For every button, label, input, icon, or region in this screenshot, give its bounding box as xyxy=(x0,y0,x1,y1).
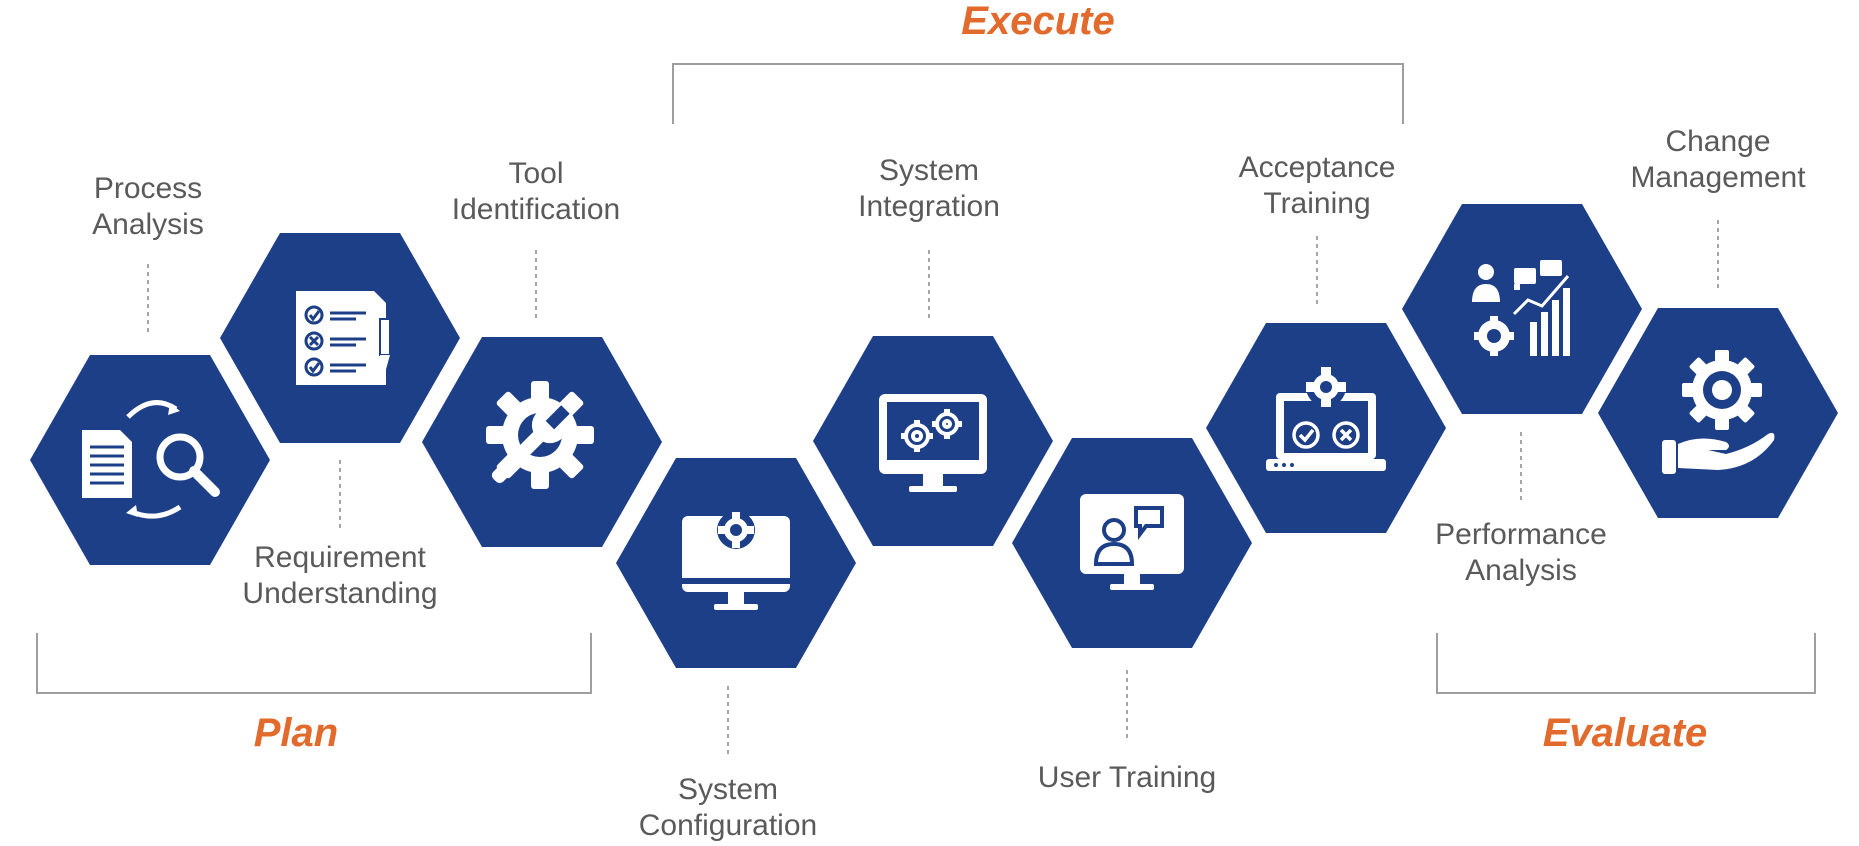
monitor-gear-icon xyxy=(682,511,790,610)
label-user-training: User Training xyxy=(1037,761,1217,794)
hex-system-integration xyxy=(813,336,1053,546)
phase-title-execute: Execute xyxy=(961,0,1115,43)
monitor-user-chat-icon xyxy=(1080,494,1184,590)
plan-bracket xyxy=(36,633,592,694)
phase-title-evaluate: Evaluate xyxy=(1542,711,1708,755)
hand-gear-icon xyxy=(1662,350,1775,474)
presenter-chart-icon xyxy=(1472,260,1570,356)
evaluate-bracket xyxy=(1436,633,1816,694)
hex-acceptance-training xyxy=(1206,323,1446,533)
gear-wrench-icon xyxy=(486,381,594,489)
phase-title-plan: Plan xyxy=(253,711,339,755)
hex-change-management xyxy=(1598,308,1838,518)
monitor-gears-icon xyxy=(879,394,987,492)
checklist-icon xyxy=(296,291,391,385)
laptop-gear-check-icon xyxy=(1266,367,1386,471)
hex-process-analysis xyxy=(30,355,270,565)
hex-performance-analysis xyxy=(1402,204,1642,414)
hex-tool-identification xyxy=(422,337,662,547)
hex-system-configuration xyxy=(616,458,856,668)
hex-requirement-understanding xyxy=(220,233,460,443)
hex-user-training xyxy=(1012,438,1252,648)
document-search-icon xyxy=(82,400,220,519)
execute-bracket xyxy=(672,63,1404,124)
